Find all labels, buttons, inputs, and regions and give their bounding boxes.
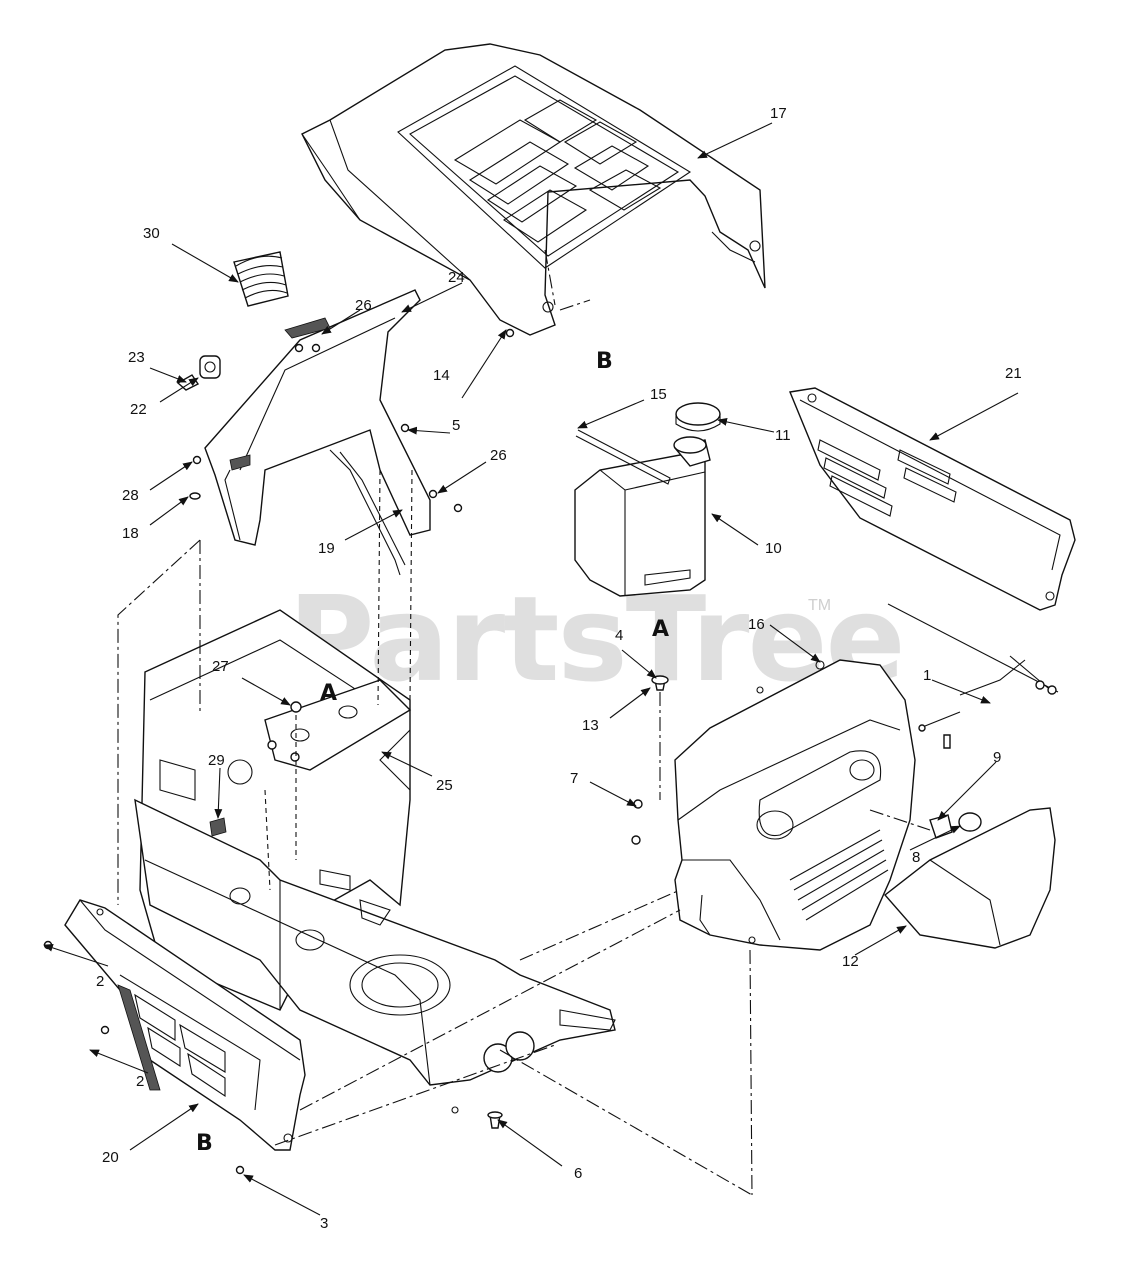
front-bumper-part [64,899,306,1151]
callout-3: 3 [320,1215,328,1232]
headlight-lens-part [883,807,1056,949]
bulb-part [929,812,982,839]
callout-16: 16 [748,616,765,633]
side-panel-part [789,387,1076,611]
callout-22: 22 [130,401,147,418]
callout-13: 13 [582,717,599,734]
callout-6: 6 [574,1165,582,1182]
fuel-cap-part [675,402,721,432]
leader-arrows [43,122,1019,1216]
callout-14: 14 [433,367,450,384]
callout-26-b: 26 [490,447,507,464]
callout-12: 12 [842,953,859,970]
ref-letter-b-top: B [596,349,613,374]
callout-18: 18 [122,525,139,542]
ref-letter-b-bottom: B [196,1131,213,1156]
callout-11: 11 [775,427,791,444]
callout-5: 5 [452,417,460,434]
callout-7: 7 [570,770,578,787]
clip-29 [209,817,227,837]
callout-1: 1 [923,667,931,684]
callout-26: 26 [355,297,372,314]
dash-panel-part [204,289,431,576]
watermark-trademark: TM [808,597,831,614]
reference-letters: B A A B [196,349,669,1156]
screws-dash [189,328,515,513]
tank-strap-part [575,429,671,485]
callout-21: 21 [1005,365,1022,382]
callout-8: 8 [912,849,920,866]
callout-9: 9 [993,749,1001,766]
wire-harness-part [887,603,1059,749]
bumper-screws [43,940,503,1175]
callout-10: 10 [765,540,782,557]
callout-28: 28 [122,487,139,504]
callout-29: 29 [208,752,225,769]
callout-4: 4 [615,627,623,644]
ref-letter-a-bracket: A [320,681,337,706]
callout-2-b: 2 [136,1073,144,1090]
callout-19: 19 [318,540,335,557]
callout-30: 30 [143,225,160,242]
hood-part [301,43,766,336]
callout-17: 17 [770,105,787,122]
nut-27 [290,701,302,713]
callout-27: 27 [212,658,229,675]
callout-23: 23 [128,349,145,366]
callout-24: 24 [448,269,465,286]
callout-2-a: 2 [96,973,104,990]
spring-part [233,251,289,307]
grille-housing-part [674,659,916,951]
callout-labels: 17 30 26 24 23 22 14 15 21 5 11 26 28 18… [96,105,1022,1232]
assembly-lines [117,249,931,1196]
bracket-part [264,679,412,771]
callout-20: 20 [102,1149,119,1166]
callout-15: 15 [650,386,667,403]
callout-25: 25 [436,777,453,794]
ignition-switch-part [176,355,221,391]
fuel-tank-part [574,436,711,597]
ref-letter-a-tank: A [652,617,669,642]
